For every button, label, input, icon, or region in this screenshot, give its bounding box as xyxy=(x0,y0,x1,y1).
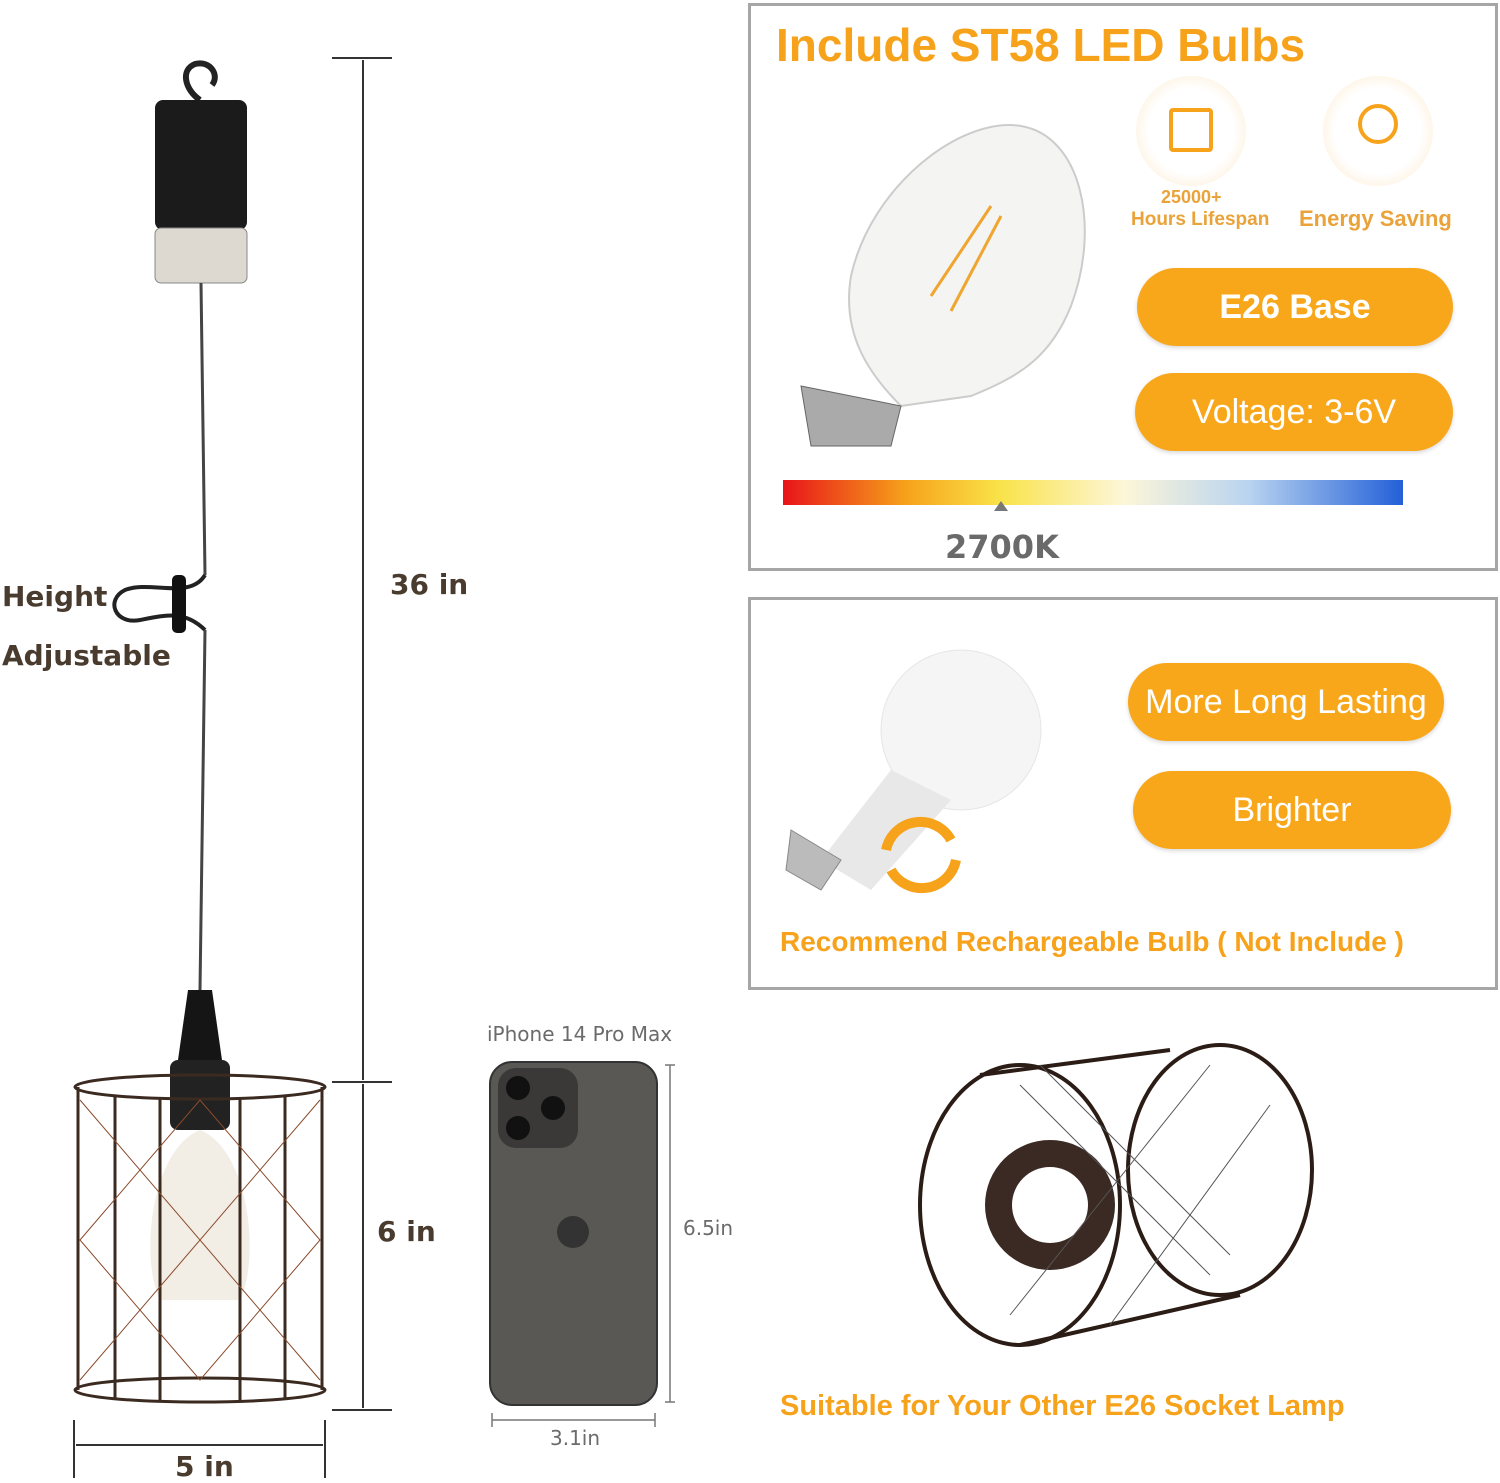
adjustable-label: Adjustable xyxy=(2,639,171,672)
included-bulb-panel: Include ST58 LED Bulbs 25000+ Hours Life… xyxy=(748,3,1498,571)
cage-shade xyxy=(73,1073,327,1404)
shade-height-label: 6 in xyxy=(377,1215,436,1248)
apple-logo-icon xyxy=(557,1216,589,1248)
pendant-lamp-illustration xyxy=(73,57,675,1478)
recommend-caption: Recommend Rechargeable Bulb ( Not Includ… xyxy=(780,926,1404,957)
cord-length-label: 36 in xyxy=(390,568,469,601)
energy-saving-icon xyxy=(1323,76,1433,186)
lifespan-line1: 25000+ xyxy=(1161,187,1222,207)
shade-width-label: 5 in xyxy=(175,1450,234,1483)
socket xyxy=(170,990,230,1130)
dimension-lines xyxy=(73,57,392,1478)
color-temp-label: 2700K xyxy=(945,528,1059,566)
energy-saving-label: Energy Saving xyxy=(1299,206,1452,231)
phone-illustration xyxy=(489,1061,658,1406)
shade-caption: Suitable for Your Other E26 Socket Lamp xyxy=(780,1390,1345,1422)
color-temperature-bar xyxy=(783,480,1403,505)
panel-title: Include ST58 LED Bulbs xyxy=(776,19,1306,71)
rechargeable-bulb-icon xyxy=(785,649,1042,891)
cage-shade-illustration xyxy=(918,1043,1314,1347)
lifespan-icon xyxy=(1136,76,1246,186)
height-label: Height xyxy=(2,580,108,613)
phone-model-label: iPhone 14 Pro Max xyxy=(487,1022,673,1046)
lifespan-line2: Hours Lifespan xyxy=(1131,209,1270,230)
st58-bulb-icon xyxy=(800,124,1086,447)
bulb-in-cage xyxy=(150,1130,250,1300)
e26-base-pill: E26 Base xyxy=(1137,268,1453,346)
canopy xyxy=(154,100,248,284)
phone-height-label: 6.5in xyxy=(683,1216,734,1240)
refresh-icon xyxy=(881,816,961,894)
long-lasting-pill: More Long Lasting xyxy=(1128,663,1444,741)
brighter-pill: Brighter xyxy=(1133,771,1451,849)
hook-icon xyxy=(183,60,218,103)
voltage-pill: Voltage: 3-6V xyxy=(1135,373,1453,451)
temperature-marker-icon xyxy=(994,501,1008,511)
phone-width-label: 3.1in xyxy=(550,1426,601,1450)
recommend-bulb-panel: More Long Lasting Brighter Recommend Rec… xyxy=(748,597,1498,990)
cord-clip xyxy=(112,573,207,632)
